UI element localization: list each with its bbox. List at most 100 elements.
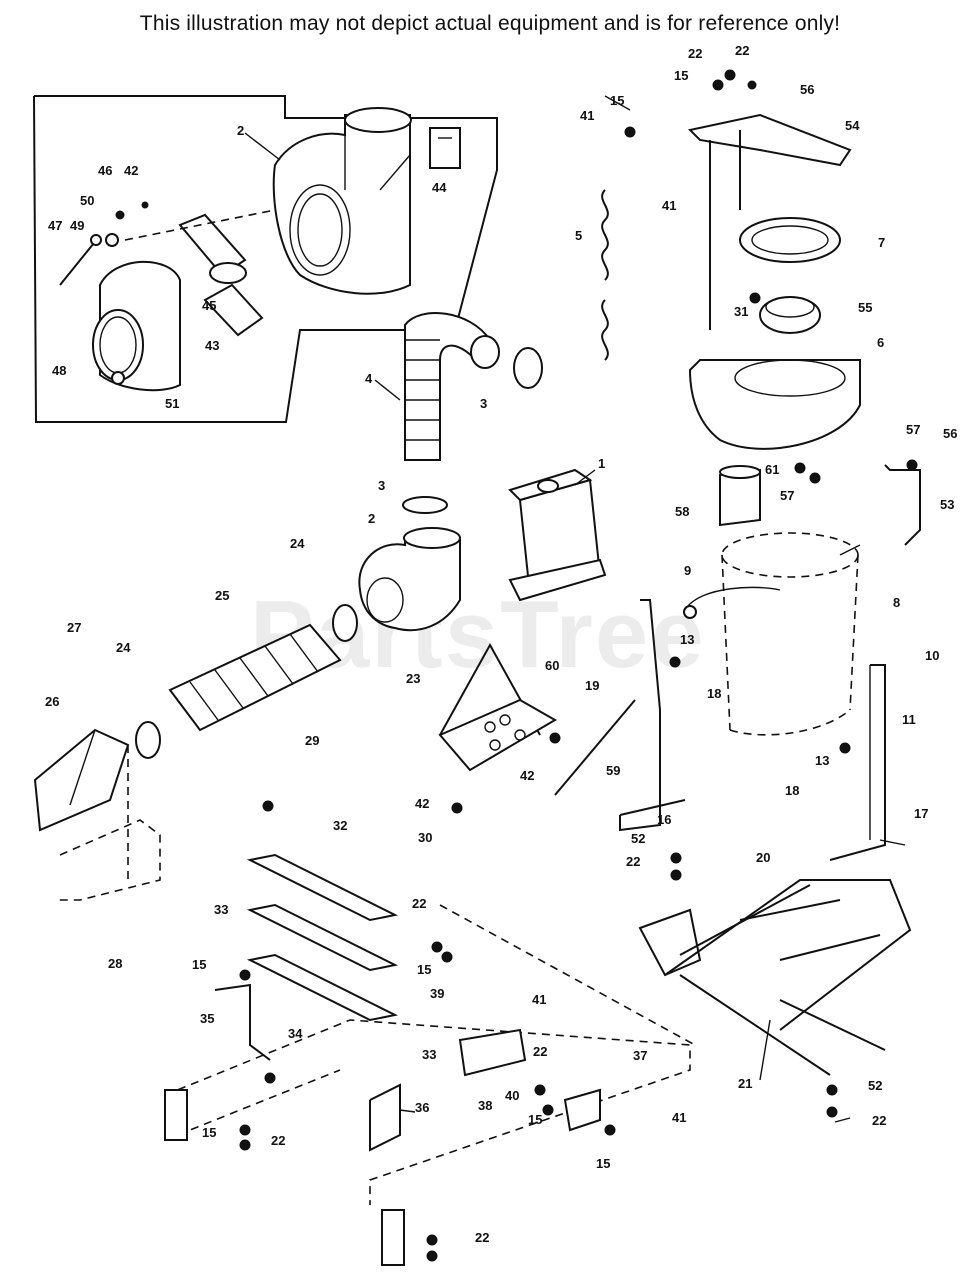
bracket-38 [458, 1028, 527, 1077]
leader-lines [244, 95, 906, 1123]
callout-41b: 41 [662, 198, 676, 213]
cart-frame-20 [638, 879, 912, 1076]
callout-39: 39 [430, 986, 444, 1001]
bracket-53 [884, 464, 921, 546]
lever-54 [687, 113, 852, 330]
callout-42b: 42 [520, 768, 534, 783]
callout-7: 7 [878, 235, 885, 250]
callout-15g: 15 [596, 1156, 610, 1171]
callout-38: 38 [478, 1098, 492, 1113]
callout-20: 20 [756, 850, 770, 865]
flexible-hose-4 [404, 312, 500, 461]
callout-23: 23 [406, 671, 420, 686]
nozzle-26 [33, 728, 161, 901]
callout-29: 29 [305, 733, 319, 748]
callout-5: 5 [575, 228, 582, 243]
callout-32: 32 [333, 818, 347, 833]
callout-42c: 42 [415, 796, 429, 811]
collection-bag [683, 532, 859, 736]
callout-42a: 42 [124, 163, 138, 178]
exhaust-hose-25 [135, 604, 358, 759]
hose-clamps-3 [402, 347, 543, 514]
callout-43: 43 [205, 338, 219, 353]
callout-22e: 22 [533, 1044, 547, 1059]
callout-57b: 57 [780, 488, 794, 503]
callout-45: 45 [202, 298, 216, 313]
bracket-44-inset [429, 127, 461, 169]
callout-22f: 22 [872, 1113, 886, 1128]
callout-9: 9 [684, 563, 691, 578]
callout-4: 4 [365, 371, 373, 386]
callout-11: 11 [902, 712, 916, 727]
blower-housing-main [358, 527, 461, 632]
collector-head-6 [688, 359, 861, 527]
callout-52a: 52 [631, 831, 645, 846]
callout-57a: 57 [906, 422, 920, 437]
callout-52b: 52 [868, 1078, 882, 1093]
callout-44: 44 [432, 180, 447, 195]
callout-13a: 13 [680, 632, 694, 647]
callout-21: 21 [738, 1076, 752, 1091]
disclaimer-text: This illustration may not depict actual … [139, 12, 841, 35]
callout-48: 48 [52, 363, 66, 378]
callout-36: 36 [415, 1100, 429, 1115]
callout-33a: 33 [214, 902, 228, 917]
inset-hardware [59, 201, 276, 385]
callout-6: 6 [877, 335, 884, 350]
callout-22c: 22 [626, 854, 640, 869]
callout-40: 40 [505, 1088, 519, 1103]
support-17 [829, 664, 886, 861]
callout-19: 19 [585, 678, 599, 693]
callout-15d: 15 [192, 957, 206, 972]
fan-blade-inset [178, 213, 264, 337]
callout-15a: 15 [674, 68, 688, 83]
rod-59 [554, 699, 636, 796]
callout-8: 8 [893, 595, 900, 610]
callout-53: 53 [940, 497, 954, 512]
callout-51: 51 [165, 396, 179, 411]
callout-55: 55 [858, 300, 872, 315]
callout-15c: 15 [417, 962, 431, 977]
callout-2b: 2 [368, 511, 375, 526]
callout-1: 1 [598, 456, 605, 471]
engine-1 [508, 468, 607, 602]
callout-16: 16 [657, 812, 671, 827]
frame-mount-23 [438, 642, 557, 772]
callout-22a: 22 [688, 46, 702, 61]
blower-inset-box [33, 95, 498, 423]
callout-28: 28 [108, 956, 122, 971]
callout-26: 26 [45, 694, 59, 709]
callout-34: 34 [288, 1026, 303, 1041]
hardware-fasteners [239, 69, 918, 1262]
callout-46: 46 [98, 163, 112, 178]
blower-housing-inset [272, 107, 412, 295]
callout-49: 49 [70, 218, 84, 233]
callout-61: 61 [765, 462, 779, 477]
callout-31: 31 [734, 304, 748, 319]
callout-3b: 3 [378, 478, 385, 493]
callout-13b: 13 [815, 753, 829, 768]
callout-37: 37 [633, 1048, 647, 1063]
callout-41d: 41 [672, 1110, 686, 1125]
bracket-37 [563, 1088, 601, 1132]
callout-41c: 41 [532, 992, 546, 1007]
bracket-35 [214, 983, 271, 1061]
callout-35: 35 [200, 1011, 214, 1026]
callout-22h: 22 [475, 1230, 489, 1245]
callout-27: 27 [67, 620, 81, 635]
adapter-plate-inset [92, 260, 181, 392]
callout-22g: 22 [271, 1133, 285, 1148]
callout-30: 30 [418, 830, 432, 845]
callout-50: 50 [80, 193, 94, 208]
tractor-frame-dashed [164, 904, 696, 1266]
callout-22d: 22 [412, 896, 426, 911]
callout-18b: 18 [785, 783, 799, 798]
callout-47: 47 [48, 218, 62, 233]
callout-2a: 2 [237, 123, 244, 138]
callout-56a: 56 [800, 82, 814, 97]
callout-15f: 15 [202, 1125, 216, 1140]
callout-10: 10 [925, 648, 939, 663]
callout-22b: 22 [735, 43, 749, 58]
callout-17: 17 [914, 806, 928, 821]
